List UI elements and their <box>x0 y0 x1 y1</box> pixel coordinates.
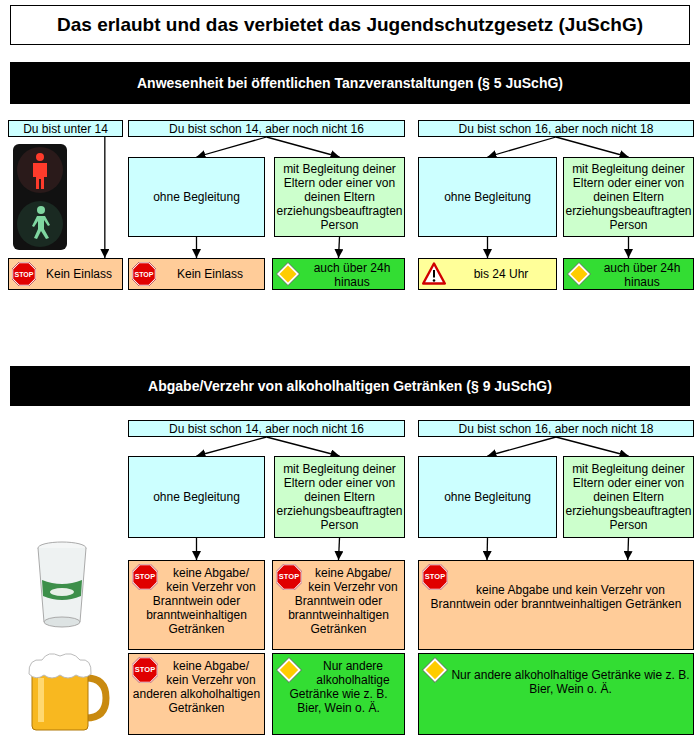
arrow-connector <box>486 538 488 560</box>
result-box: keine Abgabe/ kein Verzehr von anderen a… <box>128 653 265 735</box>
box-text: Kein Einlass <box>46 267 112 281</box>
age-header: Du bist schon 14, aber noch nicht 16 <box>128 120 405 137</box>
result-box: auch über 24h hinaus <box>272 258 405 290</box>
condition-box: ohne Begleitung <box>128 456 265 538</box>
section-title: Anwesenheit bei öffentlichen Tanzveranst… <box>137 75 563 92</box>
age-header: Du bist schon 16, aber noch nicht 18 <box>418 120 694 137</box>
arrow-connector <box>556 437 629 456</box>
priority-sign <box>422 657 448 683</box>
condition-box: mit Begleitung deiner Eltern oder einer … <box>274 456 405 538</box>
condition-box: mit Begleitung deiner Eltern oder einer … <box>563 456 694 538</box>
box-text: ohne Begleitung <box>444 490 531 504</box>
stop-label: STOP <box>422 564 448 590</box>
condition-box: ohne Begleitung <box>418 456 557 538</box>
arrow-connector <box>267 437 340 456</box>
box-text: auch über 24h hinaus <box>314 261 391 289</box>
box-text: Du bist unter 14 <box>23 122 108 136</box>
title-text: Das erlaubt und das verbietet das Jugend… <box>57 14 643 36</box>
condition-box: mit Begleitung deiner Eltern oder einer … <box>274 157 405 237</box>
arrow-connector <box>627 538 629 560</box>
condition-box: ohne Begleitung <box>418 157 557 237</box>
box-text: Nur andere alkoholhaltige Getränke wie z… <box>451 668 689 696</box>
box-text: Kein Einlass <box>177 267 243 281</box>
stop-label: STOP <box>132 657 158 683</box>
box-text: mit Begleitung deiner Eltern oder einer … <box>565 462 691 532</box>
box-text: keine Abgabe und kein Verzehr von Brannt… <box>431 583 682 611</box>
arrow-connector <box>628 237 629 258</box>
section-band: Abgabe/Verzehr von alkoholhaltigen Geträ… <box>10 366 690 406</box>
priority-sign <box>276 262 300 286</box>
priority-sign <box>567 262 591 286</box>
result-box: Kein Einlass STOP <box>128 258 265 290</box>
section-band: Anwesenheit bei öffentlichen Tanzveranst… <box>10 62 690 104</box>
arrow-connector <box>267 137 340 157</box>
box-text: auch über 24h hinaus <box>604 261 681 289</box>
arrow-connector <box>104 137 105 258</box>
result-box: keine Abgabe/ kein Verzehr von Branntwei… <box>272 560 405 650</box>
result-box: Nur andere alkoholhaltige Getränke wie z… <box>272 653 405 735</box>
arrow-connector <box>339 538 340 560</box>
arrow-connector <box>196 538 197 560</box>
beer-mug <box>24 648 110 734</box>
result-box: keine Abgabe und kein Verzehr von Brannt… <box>418 560 694 650</box>
stop-label: STOP <box>132 262 156 286</box>
age-header: Du bist unter 14 <box>8 120 123 137</box>
arrow-connector <box>196 237 197 258</box>
stop-label: STOP <box>132 564 158 590</box>
box-text: Nur andere alkoholhaltige Getränke wie z… <box>289 659 389 715</box>
box-text: mit Begleitung deiner Eltern oder einer … <box>565 162 691 232</box>
warning-sign <box>422 262 446 286</box>
box-text: keine Abgabe/ kein Verzehr von Branntwei… <box>288 566 398 636</box>
box-text: ohne Begleitung <box>444 190 531 204</box>
box-text: bis 24 Uhr <box>474 267 529 281</box>
box-text: mit Begleitung deiner Eltern oder einer … <box>276 162 402 232</box>
arrow-connector <box>197 437 267 456</box>
priority-sign <box>276 657 302 683</box>
arrow-connector <box>488 137 557 157</box>
box-text: ohne Begleitung <box>153 190 240 204</box>
arrow-connector <box>197 137 267 157</box>
result-box: Nur andere alkoholhaltige Getränke wie z… <box>418 653 694 735</box>
arrow-connector <box>488 437 557 456</box>
stop-label: STOP <box>276 564 302 590</box>
box-text: Du bist schon 16, aber noch nicht 18 <box>459 422 654 436</box>
age-header: Du bist schon 16, aber noch nicht 18 <box>418 420 694 437</box>
box-text: Du bist schon 16, aber noch nicht 18 <box>459 122 654 136</box>
condition-box: ohne Begleitung <box>128 157 265 237</box>
box-text: ohne Begleitung <box>153 490 240 504</box>
condition-box: mit Begleitung deiner Eltern oder einer … <box>563 157 694 237</box>
result-box: Kein Einlass STOP <box>8 258 123 290</box>
result-box: auch über 24h hinaus <box>563 258 694 290</box>
section-title: Abgabe/Verzehr von alkoholhaltigen Geträ… <box>148 378 552 395</box>
result-box: keine Abgabe/ kein Verzehr von Branntwei… <box>128 560 265 650</box>
arrow-connector <box>339 237 340 258</box>
box-text: Du bist schon 14, aber noch nicht 16 <box>169 122 364 136</box>
schnapps-glass <box>34 540 90 632</box>
arrow-connector <box>487 237 488 258</box>
box-text: keine Abgabe/ kein Verzehr von Branntwei… <box>146 566 256 636</box>
result-box: bis 24 Uhr <box>418 258 557 290</box>
traffic-light <box>12 143 68 251</box>
stop-label: STOP <box>12 262 36 286</box>
title-box: Das erlaubt und das verbietet das Jugend… <box>10 5 690 45</box>
age-header: Du bist schon 14, aber noch nicht 16 <box>128 420 405 437</box>
arrow-connector <box>556 137 629 157</box>
box-text: Du bist schon 14, aber noch nicht 16 <box>169 422 364 436</box>
box-text: mit Begleitung deiner Eltern oder einer … <box>276 462 402 532</box>
